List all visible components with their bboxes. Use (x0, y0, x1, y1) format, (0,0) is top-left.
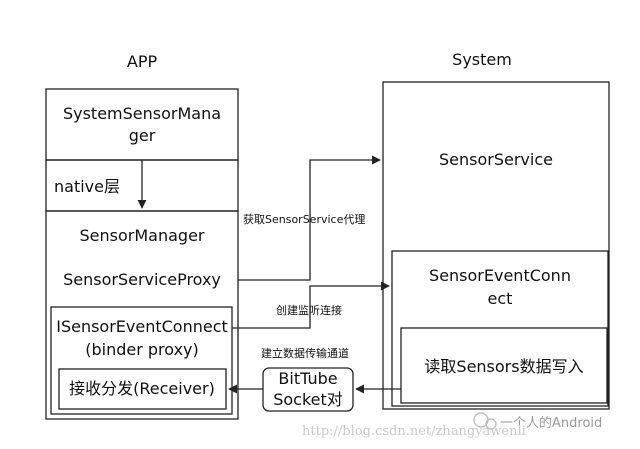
receiver-label: 接收分发(Receiver) (69, 379, 215, 398)
isensor-event-connect-line2: (binder proxy) (85, 340, 199, 359)
sensor-event-connect-line2: ect (487, 289, 513, 308)
bittube-line2: Socket对 (273, 390, 343, 409)
sensor-manager-box (45, 210, 239, 420)
native-layer-label: native层 (54, 177, 120, 196)
read-sensors-write-label: 读取Sensors数据写入 (424, 357, 584, 376)
sensor-service-label: SensorService (439, 150, 553, 169)
get-proxy-label: 获取SensorService代理 (243, 213, 366, 226)
sensor-manager-label: SensorManager (79, 226, 205, 245)
system-sensor-manager-line2: ger (128, 126, 156, 145)
watermark-logo-icon (473, 412, 497, 430)
sensor-service-proxy-label: SensorServiceProxy (63, 270, 221, 289)
system-sensor-manager-box (45, 88, 239, 161)
sensor-event-connect-line1: SensorEventConn (429, 266, 571, 285)
app-heading: APP (126, 52, 158, 71)
bittube-line1: BitTube (278, 369, 338, 388)
read-sensors-box (400, 327, 608, 404)
get-proxy-arrow (238, 155, 381, 281)
create-listen-arrow (232, 281, 390, 329)
sensor-event-connect-box (391, 250, 609, 407)
watermark-brand: 一个人的Android (500, 416, 603, 431)
establish-channel-label: 建立数据传输通道 (261, 347, 349, 360)
isensor-event-connect-line1: ISensorEventConnect (56, 317, 228, 336)
system-sensor-manager-line1: SystemSensorMana (62, 104, 222, 123)
isensor-event-connect-box (50, 306, 233, 415)
receiver-box (58, 368, 227, 410)
watermark-url: http://blog.csdn.net/zhangyawenli (302, 424, 526, 439)
sensor-service-box (382, 81, 610, 410)
create-listen-label: 创建监听连接 (276, 304, 342, 317)
system-heading: System (452, 50, 512, 69)
